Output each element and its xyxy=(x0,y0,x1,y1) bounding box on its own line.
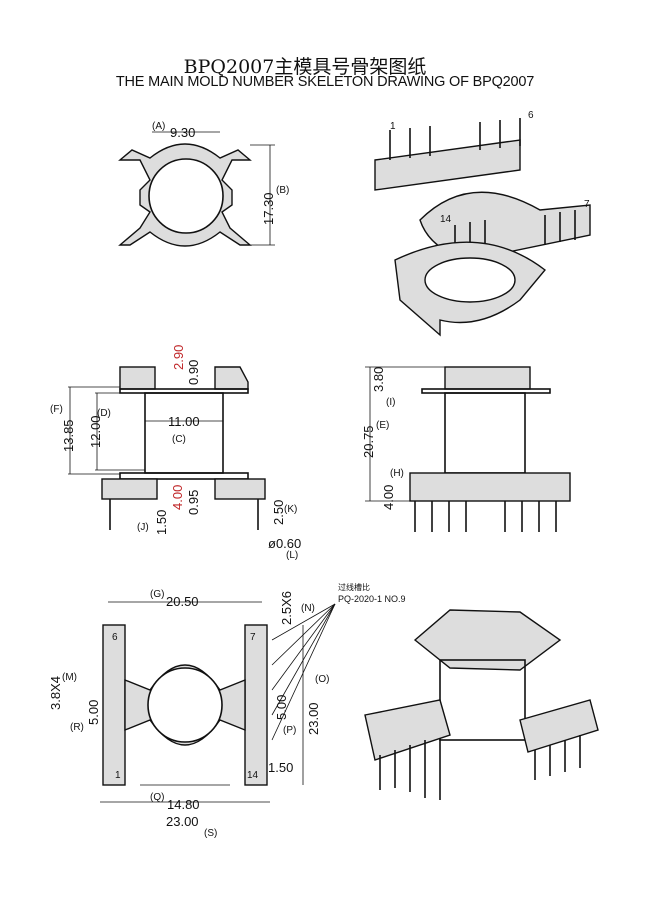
dim-s: 23.00 xyxy=(166,814,199,829)
iso-view-bottom xyxy=(364,609,599,800)
label-l: (L) xyxy=(286,550,298,561)
label-b: (B) xyxy=(276,185,289,196)
bottom-view: (G) 20.50 2.5X6 (N) 过线槽比 PQ-2020-1 NO.9 … xyxy=(48,582,406,839)
label-q: (Q) xyxy=(150,792,164,803)
dim-d: 12.00 xyxy=(88,415,103,448)
dim-h: 4.00 xyxy=(381,485,396,510)
title-english: THE MAIN MOLD NUMBER SKELETON DRAWING OF… xyxy=(115,74,535,90)
label-r: (R) xyxy=(70,722,84,733)
dim-l: ø0.60 xyxy=(268,536,301,551)
dim-m: 3.8X4 xyxy=(48,676,63,710)
dim-o: 23.00 xyxy=(306,702,321,735)
iso-view-top: 1 6 14 7 xyxy=(374,110,591,337)
dim-c: 11.00 xyxy=(168,414,200,429)
dim-1-50: 1.50 xyxy=(268,760,293,775)
label-p: (P) xyxy=(283,725,296,736)
dim-r: 5.00 xyxy=(86,700,101,725)
dim-q: 14.80 xyxy=(167,797,200,812)
dim-k: 2.50 xyxy=(271,500,286,525)
dim-i: 3.80 xyxy=(371,367,386,392)
label-e: (E) xyxy=(376,420,389,431)
label-m: (M) xyxy=(62,672,77,683)
dim-red-top: 2.90 xyxy=(171,345,186,370)
label-n: (N) xyxy=(301,603,315,614)
note-line-1: 过线槽比 xyxy=(338,582,370,592)
dim-0-90: 0.90 xyxy=(186,360,201,385)
dim-f: 13.85 xyxy=(61,419,76,452)
dim-red-bottom: 4.00 xyxy=(170,485,185,510)
front-view: 3.80 (I) 20.75 (E) 4.00 (H) xyxy=(361,366,571,532)
label-f: (F) xyxy=(50,404,63,415)
dim-p: 5.00 xyxy=(274,695,289,720)
label-g: (G) xyxy=(150,589,164,600)
label-i: (I) xyxy=(386,397,395,408)
pin-label-14: 14 xyxy=(440,214,452,225)
dim-a: 9.30 xyxy=(170,125,195,140)
pin-label-6: 6 xyxy=(528,110,534,121)
pin-label-7: 7 xyxy=(584,199,590,210)
top-view: (A) 9.30 17.30 (B) xyxy=(118,121,289,247)
pin-label-6: 6 xyxy=(112,632,118,643)
dim-g: 20.50 xyxy=(166,594,199,609)
dim-0-95: 0.95 xyxy=(186,490,201,515)
label-h: (H) xyxy=(390,468,404,479)
label-o: (O) xyxy=(315,674,329,685)
title-chinese: BPQ2007主模具号骨架图纸 xyxy=(183,56,427,78)
note-line-2: PQ-2020-1 NO.9 xyxy=(338,594,406,604)
dim-n: 2.5X6 xyxy=(279,591,294,625)
side-view: 2.90 0.90 (F) 13.85 12.00 (D) 11.00 (C) … xyxy=(50,345,301,561)
dim-j: 1.50 xyxy=(154,510,169,535)
pin-label-7: 7 xyxy=(250,632,256,643)
label-a: (A) xyxy=(152,121,165,132)
pin-label-1: 1 xyxy=(390,121,396,132)
label-j: (J) xyxy=(137,522,149,533)
label-c: (C) xyxy=(172,434,186,445)
dim-b: 17.30 xyxy=(261,192,276,225)
label-d: (D) xyxy=(97,408,111,419)
label-k: (K) xyxy=(284,504,297,515)
pin-label-1: 1 xyxy=(115,770,121,781)
pin-label-14: 14 xyxy=(247,770,259,781)
label-s: (S) xyxy=(204,828,217,839)
dim-e: 20.75 xyxy=(361,425,376,458)
